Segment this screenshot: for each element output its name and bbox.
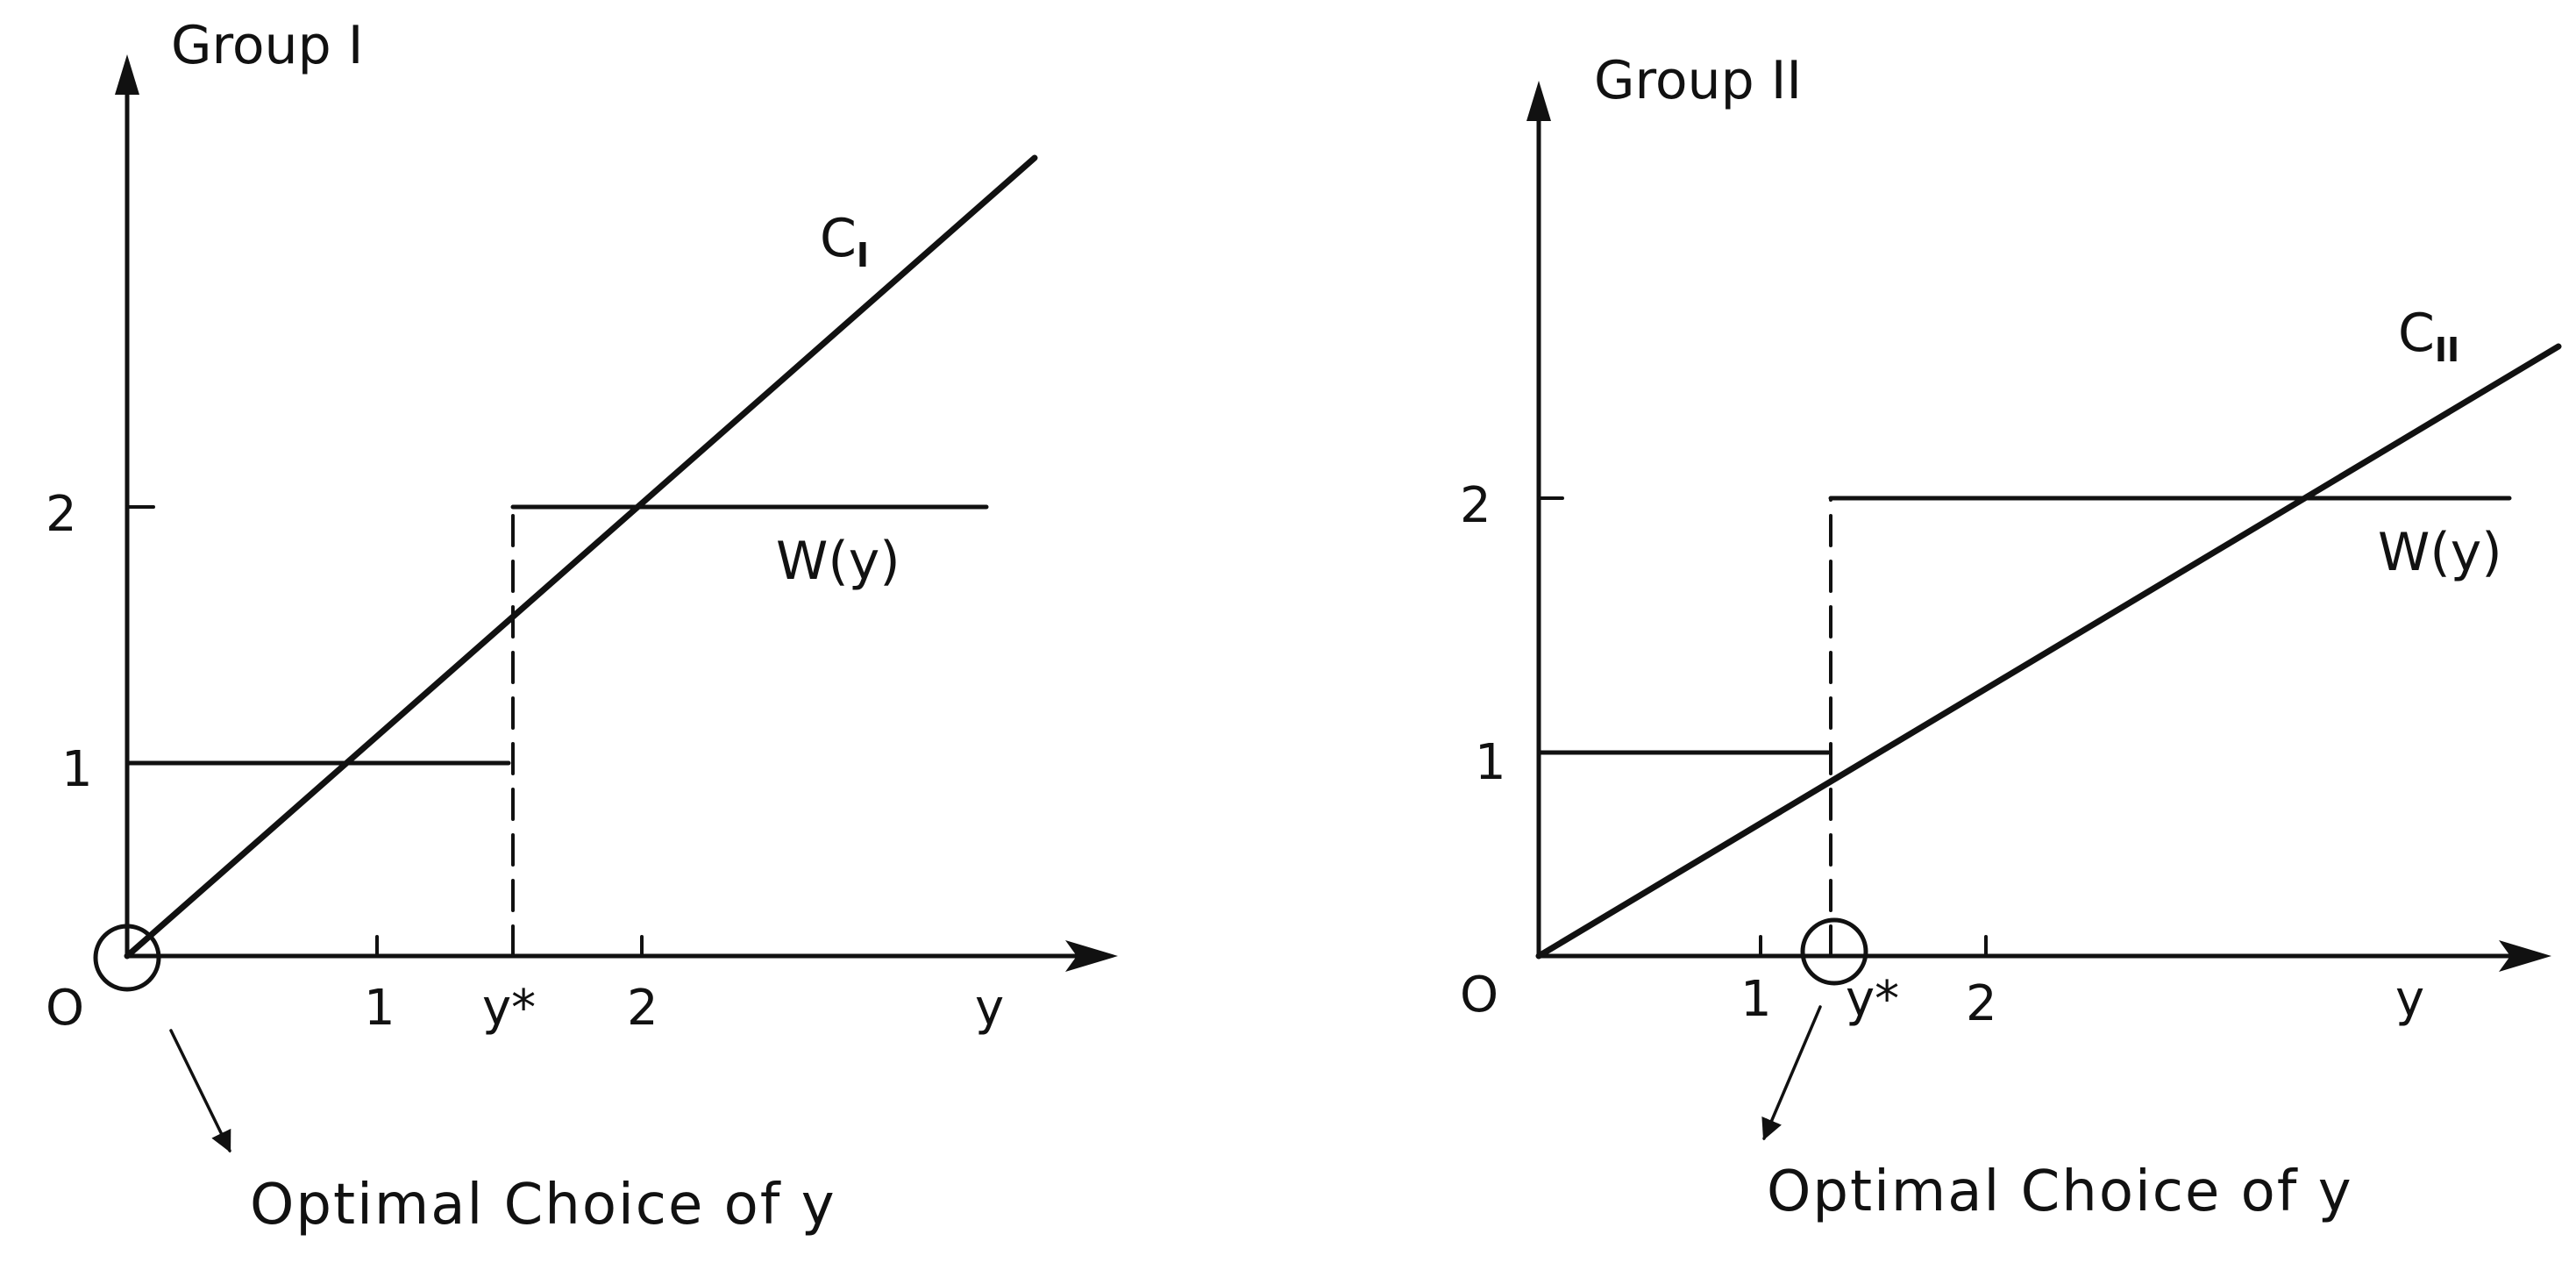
x-axis-label: y (2395, 971, 2424, 1028)
optimal-choice-caption: Optimal Choice of y (1767, 1159, 2353, 1224)
origin-label: O (1460, 967, 1498, 1024)
vertical-axis-arrow-icon (115, 54, 139, 95)
cost-label-subscript: II (2435, 331, 2459, 369)
cost-line (1535, 343, 2562, 960)
cost-label: CII (2398, 303, 2459, 369)
x-tick-label-ystar: y* (482, 980, 536, 1037)
y-tick-label-2: 2 (1460, 477, 1491, 534)
wage-label: W(y) (776, 531, 900, 592)
cost-line (124, 154, 1038, 960)
origin-label: O (46, 980, 84, 1037)
panel-title: Group II (1594, 50, 1802, 111)
x-tick-label-1: 1 (364, 980, 395, 1037)
optimal-choice-pointer (1761, 1005, 1822, 1141)
x-tick-label-ystar: y* (1846, 971, 1899, 1028)
y-tick-label-1: 1 (61, 741, 93, 798)
cost-label-subscript: I (857, 236, 869, 275)
optimal-choice-pointer (169, 1029, 231, 1153)
wage-label: W(y) (2378, 522, 2502, 583)
vertical-axis-arrow-icon (1526, 81, 1551, 121)
x-tick-label-2: 2 (1966, 975, 1997, 1032)
panel-group-2: Group II 1 2 O 1 y* 2 y W(y) CII Optimal… (1460, 50, 2562, 1224)
x-tick-label-1: 1 (1740, 971, 1772, 1028)
horizontal-axis-arrow-icon (2499, 940, 2551, 972)
y-tick-label-2: 2 (46, 486, 77, 543)
horizontal-axis-arrow-icon (1065, 940, 1118, 972)
x-tick-label-2: 2 (627, 980, 658, 1037)
x-axis-label: y (975, 980, 1004, 1037)
optimal-choice-caption: Optimal Choice of y (250, 1173, 836, 1238)
cost-label-main: C (2398, 303, 2435, 364)
panel-group-1: Group I 1 2 O 1 y* 2 y W(y) CI Optimal C… (46, 15, 1118, 1238)
optimal-choice-circle (93, 924, 161, 992)
optimal-choice-circle (1800, 917, 1868, 986)
y-tick-label-1: 1 (1475, 734, 1506, 791)
cost-label: CI (820, 208, 869, 275)
cost-label-main: C (820, 208, 857, 269)
panel-title: Group I (171, 15, 363, 76)
